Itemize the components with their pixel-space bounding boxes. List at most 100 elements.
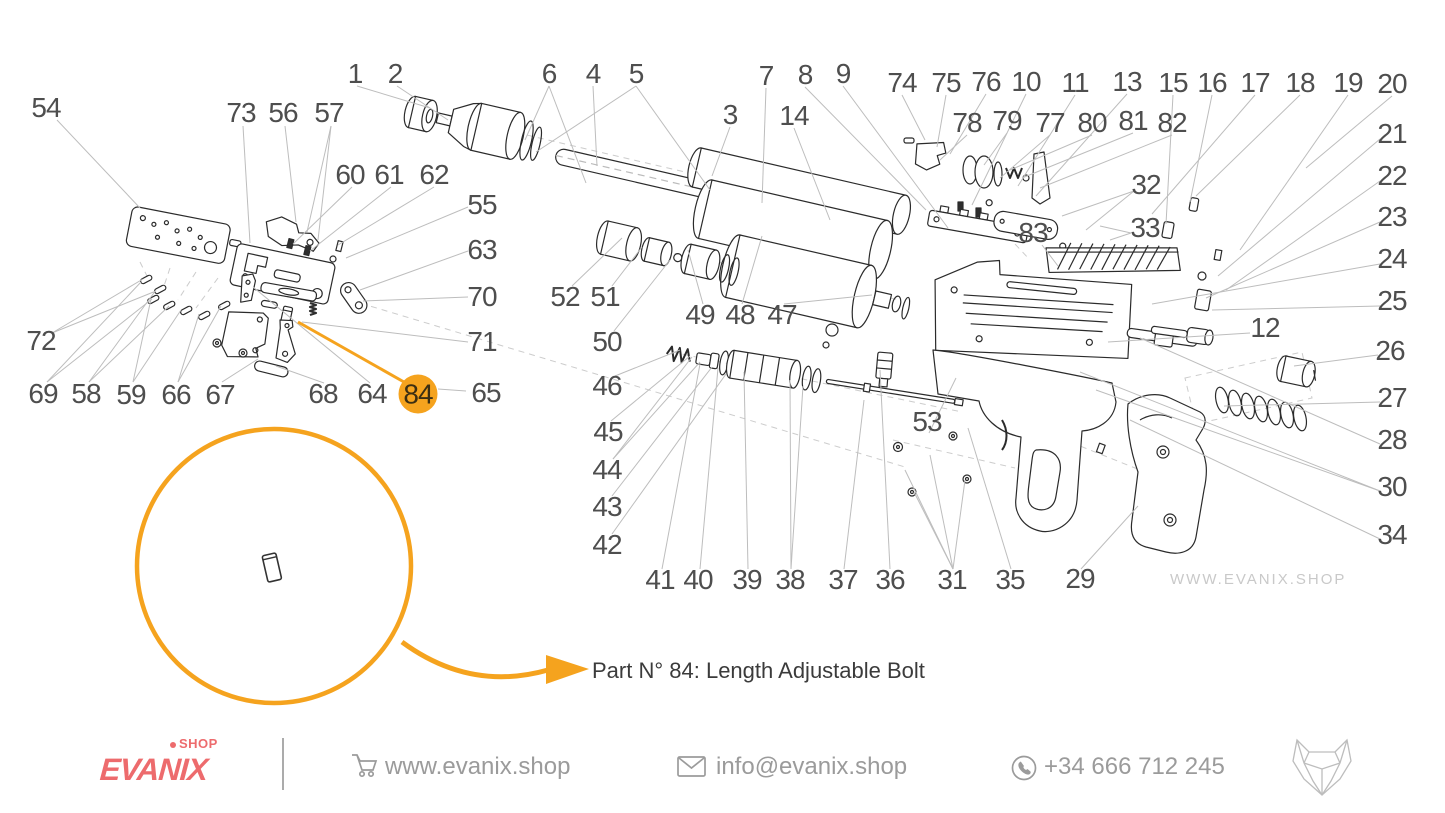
leader-line <box>793 127 831 221</box>
receiver-part <box>928 254 1137 370</box>
leader-line <box>301 321 469 343</box>
part-label-75: 75 <box>931 67 961 98</box>
leader-line <box>1139 337 1381 445</box>
leader-line <box>524 85 550 141</box>
leader-line <box>1195 94 1301 197</box>
part-label-57: 57 <box>314 97 344 128</box>
part-label-70: 70 <box>467 281 497 312</box>
website-link[interactable]: www.evanix.shop <box>385 753 571 780</box>
part-label-83: 83 <box>1018 217 1048 248</box>
part-label-14: 14 <box>779 100 809 131</box>
leader-line <box>783 294 873 305</box>
part-label-36: 36 <box>875 564 905 595</box>
highlight-leader-line <box>297 320 405 384</box>
leader-line <box>132 298 152 383</box>
leader-line <box>88 289 157 383</box>
screw-parts <box>1092 197 1222 453</box>
leader-line <box>1080 505 1139 570</box>
part-label-78: 78 <box>952 107 982 138</box>
end-cap-part <box>1275 355 1320 389</box>
part-label-64: 64 <box>357 378 387 409</box>
leader-line <box>1109 232 1132 241</box>
part-label-5: 5 <box>628 58 645 89</box>
leader-line <box>901 94 926 141</box>
leader-line <box>879 369 891 570</box>
leader-line <box>1189 94 1213 203</box>
part-label-62: 62 <box>419 159 449 190</box>
footer-email: info@evanix.shop <box>676 753 907 781</box>
part-label-82: 82 <box>1157 107 1187 138</box>
leader-line <box>359 250 469 291</box>
leader-line <box>790 385 804 570</box>
part-label-49: 49 <box>685 299 715 330</box>
leader-line <box>699 367 719 570</box>
piston-stack-parts <box>594 219 743 286</box>
part-label-25: 25 <box>1377 285 1407 316</box>
part-label-69: 69 <box>28 378 58 409</box>
leader-line <box>789 379 792 570</box>
hammer-spring-part <box>1213 386 1308 432</box>
email-link[interactable]: info@evanix.shop <box>716 753 908 780</box>
part-label-2: 2 <box>387 58 404 89</box>
leader-line <box>1085 190 1135 231</box>
part-label-28: 28 <box>1377 424 1407 455</box>
leader-line <box>952 479 966 570</box>
leader-line <box>396 85 449 121</box>
part-label-16: 16 <box>1197 67 1227 98</box>
part-label-31: 31 <box>937 564 967 595</box>
leader-line <box>804 86 927 211</box>
part-label-23: 23 <box>1377 201 1407 232</box>
part-label-13: 13 <box>1112 66 1142 97</box>
part-label-43: 43 <box>592 491 622 522</box>
leader-line <box>1293 354 1379 367</box>
sear-bar-part <box>260 282 317 302</box>
leader-line <box>1095 389 1381 492</box>
leader-line <box>1217 138 1381 277</box>
logo-dot <box>170 742 176 748</box>
leader-line <box>1041 244 1059 267</box>
part-label-52: 52 <box>550 281 580 312</box>
leader-line <box>711 126 731 177</box>
part-label-65: 65 <box>471 377 501 408</box>
lower-bracket-part <box>272 318 302 364</box>
part-label-58: 58 <box>71 378 101 409</box>
part-label-6: 6 <box>541 58 558 89</box>
leader-line <box>1061 190 1135 217</box>
part-label-26: 26 <box>1375 335 1405 366</box>
leader-line <box>177 313 200 383</box>
magnifier-circle <box>137 429 411 703</box>
part-label-81: 81 <box>1118 105 1148 136</box>
callout-arrowhead <box>546 655 589 684</box>
part-label-35: 35 <box>995 564 1025 595</box>
part-label-22: 22 <box>1377 160 1407 191</box>
part-callout-text: Part N° 84: Length Adjustable Bolt <box>592 658 925 683</box>
part-label-27: 27 <box>1377 382 1407 413</box>
part-label-40: 40 <box>683 564 713 595</box>
part-label-38: 38 <box>775 564 805 595</box>
leader-line <box>356 85 431 109</box>
leader-line <box>843 399 865 570</box>
valve-assembly-parts <box>664 340 965 416</box>
leader-line <box>761 87 767 204</box>
whatsapp-icon <box>1013 757 1036 780</box>
leader-line <box>614 349 681 377</box>
leader-line <box>337 186 435 246</box>
leader-line <box>1099 225 1132 234</box>
leader-line <box>949 93 987 155</box>
part-label-50: 50 <box>592 326 622 357</box>
phone-link[interactable]: +34 666 712 245 <box>1044 753 1225 780</box>
part-label-37: 37 <box>828 564 858 595</box>
leader-line <box>842 85 949 229</box>
watermark: WWW.EVANIX.SHOP <box>1170 571 1347 588</box>
part-label-12: 12 <box>1250 312 1280 343</box>
part-label-7: 7 <box>758 60 775 91</box>
part-label-21: 21 <box>1377 118 1407 149</box>
part-label-72: 72 <box>26 325 56 356</box>
part-label-77: 77 <box>1035 107 1065 138</box>
leader-line <box>611 246 643 287</box>
leader-line <box>306 125 332 233</box>
footer-phone: +34 666 712 245 <box>1008 753 1225 781</box>
part-label-71: 71 <box>467 326 497 357</box>
